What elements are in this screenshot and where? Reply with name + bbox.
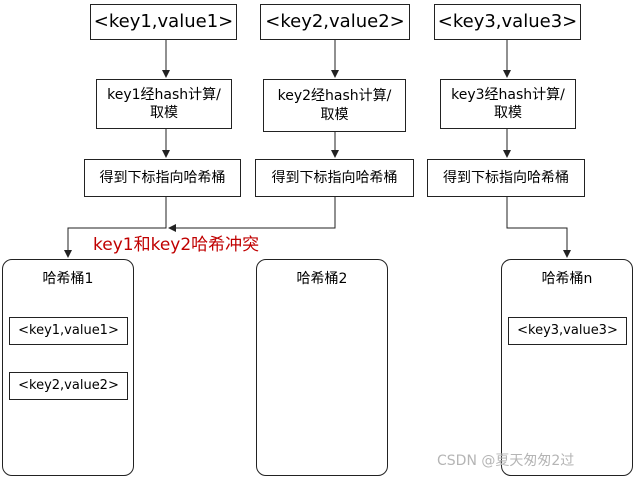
calc-line1: key2经hash计算/ [277, 88, 392, 105]
index-label: 得到下标指向哈希桶 [99, 169, 226, 186]
calc-line2: 取模 [320, 106, 349, 123]
bucket-title: 哈希桶n [541, 271, 593, 287]
pair-label: <key1,value1> [93, 11, 234, 33]
calc-line1: key3经hash计算/ [451, 86, 565, 103]
pair-label: <key3,value3> [437, 11, 578, 33]
index-box-1: 得到下标指向哈希桶 [84, 159, 241, 197]
bucket-1: 哈希桶1 <key1,value1> <key2,value2> [2, 259, 134, 476]
entry-label: <key2,value2> [18, 377, 119, 393]
pair-box-key1: <key1,value1> [90, 4, 237, 40]
index-box-3: 得到下标指向哈希桶 [427, 159, 585, 197]
csdn-watermark: CSDN @夏天匆匆2过 [437, 453, 575, 469]
calc-line2: 取模 [494, 105, 522, 121]
collision-label: key1和key2哈希冲突 [93, 235, 260, 255]
bucket-2: 哈希桶2 [256, 259, 388, 476]
hash-calc-box-key3: key3经hash计算/ 取模 [440, 79, 576, 129]
pair-box-key2: <key2,value2> [260, 4, 410, 40]
pair-label: <key2,value2> [265, 11, 405, 33]
bucket-entry: <key3,value3> [508, 317, 627, 345]
bucket-n: 哈希桶n <key3,value3> [501, 259, 633, 476]
entry-label: <key3,value3> [517, 322, 618, 338]
calc-line1: key1经hash计算/ [107, 86, 221, 103]
index-label: 得到下标指向哈希桶 [443, 169, 569, 186]
calc-line2: 取模 [150, 105, 178, 121]
hash-calc-box-key2: key2经hash计算/ 取模 [263, 79, 406, 132]
bucket-entry: <key2,value2> [9, 372, 128, 400]
entry-label: <key1,value1> [18, 322, 119, 338]
hash-calc-box-key1: key1经hash计算/ 取模 [96, 79, 232, 129]
arrow-index1-to-bucket1 [64, 197, 167, 258]
pair-box-key3: <key3,value3> [434, 4, 581, 40]
bucket-title: 哈希桶1 [42, 271, 94, 287]
index-box-2: 得到下标指向哈希桶 [255, 159, 414, 197]
arrow-index3-to-bucketn [506, 197, 571, 258]
arrow-index2-to-collision [168, 197, 336, 232]
bucket-title: 哈希桶2 [296, 271, 348, 287]
index-label: 得到下标指向哈希桶 [271, 169, 398, 186]
bucket-entry: <key1,value1> [9, 317, 128, 345]
